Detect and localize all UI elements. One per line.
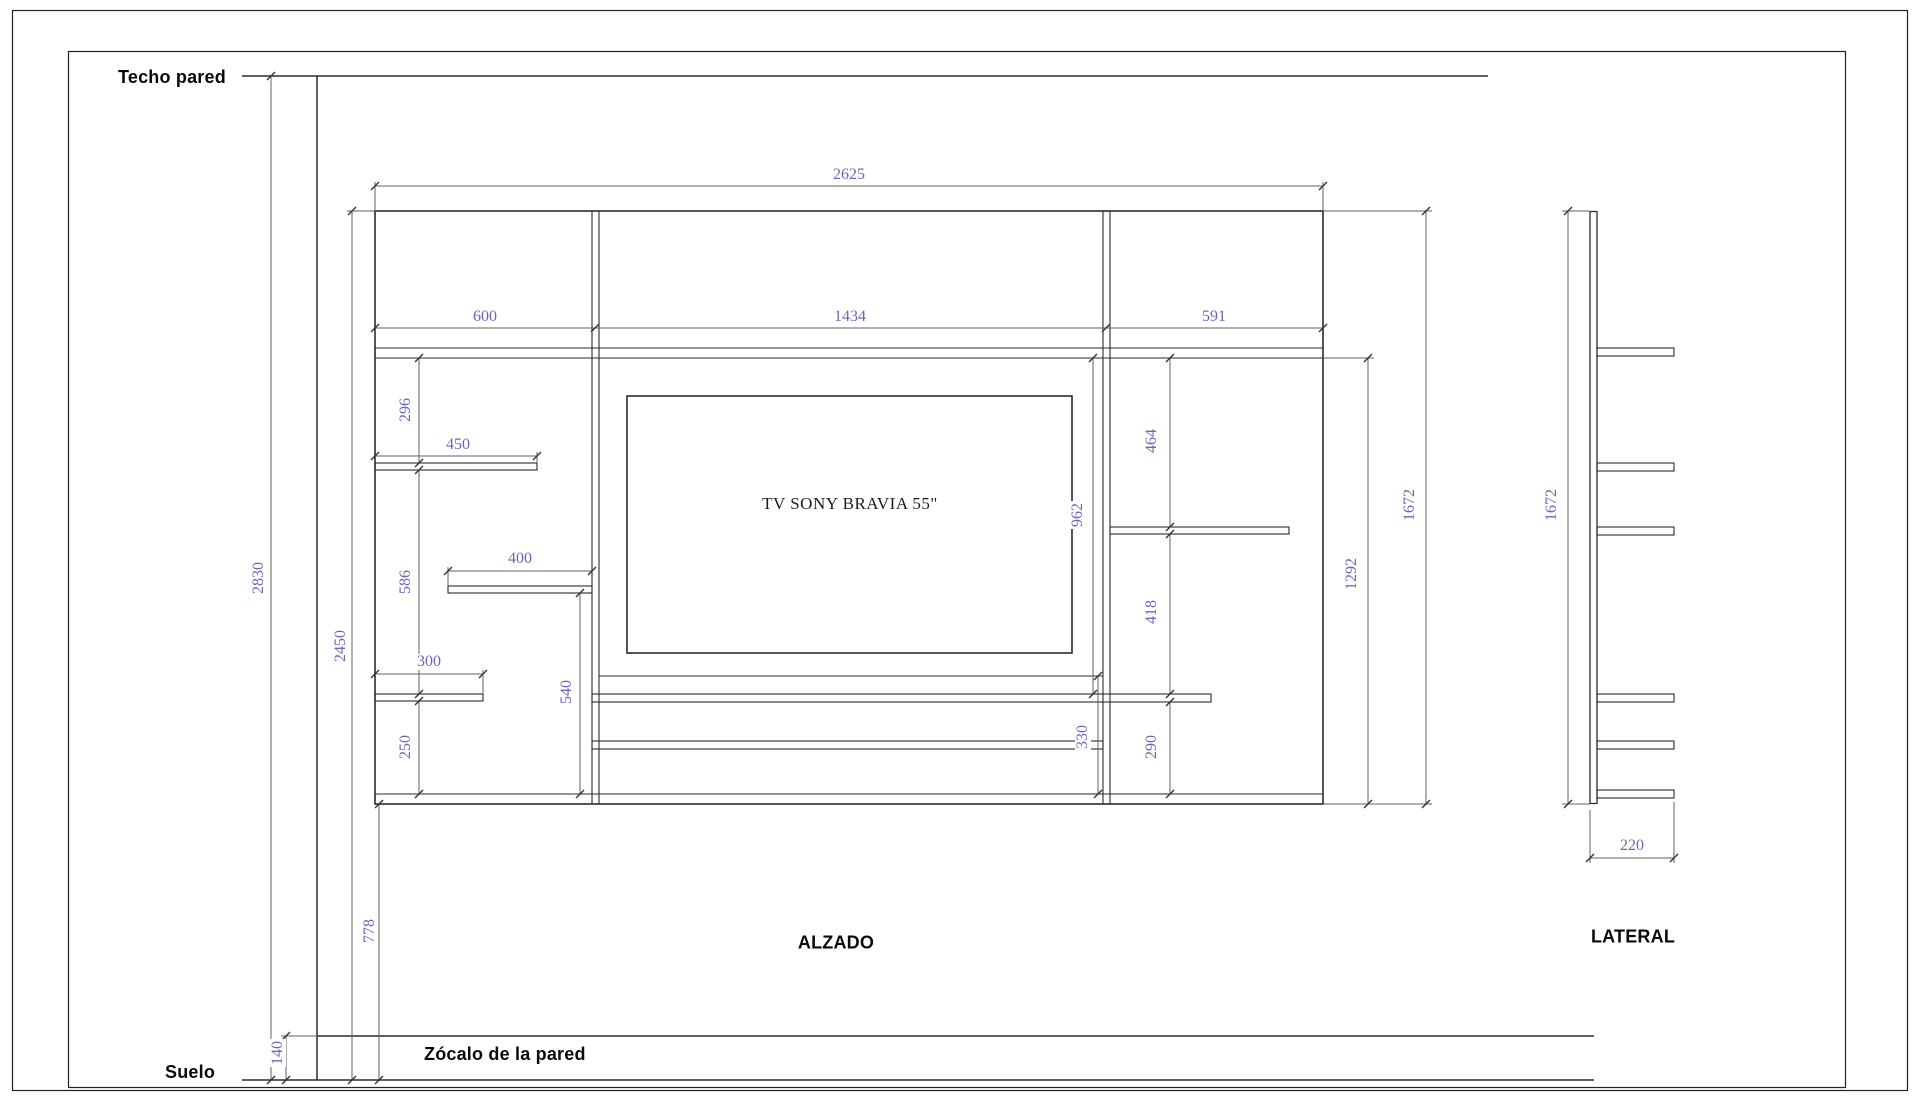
ceiling-label: Techo pared	[118, 67, 226, 87]
shelf-long	[591, 693, 1212, 703]
dim-bottom-to-floor: 778	[361, 917, 378, 945]
drawing-frame	[67, 50, 1847, 1089]
shelf-450	[374, 462, 538, 471]
dim-gap-250: 250	[397, 733, 414, 761]
dim-lateral-depth: 220	[1618, 837, 1646, 854]
dimension-lines	[270, 76, 1674, 1080]
lateral-shelf-5	[1596, 740, 1675, 750]
dim-height-1292: 1292	[1343, 556, 1360, 592]
dim-skirting-height: 140	[269, 1039, 286, 1067]
lateral-shelf-6	[1596, 789, 1675, 799]
lateral-panel	[1589, 210, 1598, 805]
lateral-shelf-1	[1596, 347, 1675, 357]
lateral-shelf-3	[1596, 526, 1675, 536]
dim-left-section-width: 600	[471, 308, 499, 325]
dim-niche-height: 962	[1069, 501, 1086, 529]
dim-gap-418: 418	[1143, 598, 1160, 626]
cabinet-outline	[374, 210, 1324, 805]
cabinet-vertical-panels	[591, 211, 1111, 804]
dim-unit-height-alzado: 1672	[1401, 487, 1418, 523]
floor-label: Suelo	[165, 1062, 216, 1082]
elevation-view-title: ALZADO	[797, 932, 875, 953]
cabinet-horizontal-lines	[375, 347, 1323, 795]
shelf-400	[447, 585, 593, 594]
shelf-300	[374, 693, 484, 702]
dim-middle-section-width: 1434	[832, 308, 868, 325]
dim-unit-height-lateral: 1672	[1543, 487, 1560, 523]
dim-wall-height: 2830	[250, 560, 267, 596]
extension-lines	[281, 182, 1675, 1037]
dim-shelf-300-width: 300	[415, 653, 443, 670]
dim-right-section-width: 591	[1200, 308, 1228, 325]
skirting-label: Zócalo de la pared	[424, 1044, 586, 1064]
lateral-shelf-2	[1596, 462, 1675, 472]
shelf-lower-middle	[591, 740, 1104, 750]
dim-shelf-400-width: 400	[506, 550, 534, 567]
dim-gap-586: 586	[397, 568, 414, 596]
tv-label: TV SONY BRAVIA 55"	[762, 494, 938, 513]
lateral-shelf-4	[1596, 693, 1675, 703]
dim-gap-290: 290	[1143, 733, 1160, 761]
dim-shelf-450-width: 450	[444, 436, 472, 453]
dim-gap-296: 296	[397, 396, 414, 424]
dim-overall-width: 2625	[831, 166, 867, 183]
tv-outline	[626, 395, 1073, 654]
side-view-title: LATERAL	[1590, 926, 1676, 947]
dim-gap-540: 540	[558, 678, 575, 706]
dim-top-to-floor: 2450	[332, 628, 349, 664]
dim-gap-464: 464	[1143, 427, 1160, 455]
dimension-ticks	[266, 71, 1679, 1085]
room-lines	[242, 75, 1594, 1081]
page-border	[11, 9, 1909, 1092]
dim-gap-330: 330	[1074, 723, 1091, 751]
shelf-right	[1109, 526, 1290, 535]
